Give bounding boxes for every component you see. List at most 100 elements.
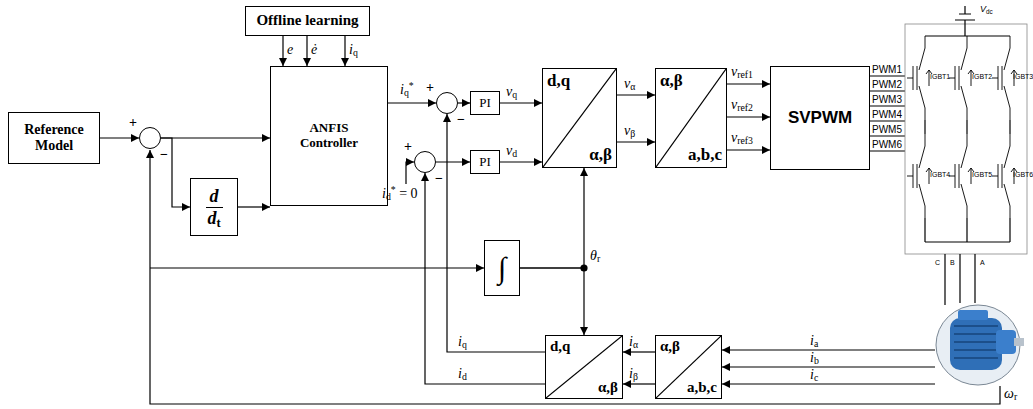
signal-label: vβ (624, 123, 635, 139)
signal-arrow (520, 268, 584, 335)
node-text: SVPWM (788, 108, 852, 128)
signal-label: ia (810, 333, 818, 349)
signal-label: iβ (629, 366, 638, 382)
signal-label: vd (506, 143, 517, 159)
signal-label: ė (311, 42, 317, 58)
signal-arrow (617, 94, 655, 95)
text-label: A (980, 258, 985, 267)
transform-block: d,q α,β (542, 68, 617, 168)
signal-arrow (306, 36, 307, 66)
signal-label: id (458, 366, 467, 382)
signal-label: ib (810, 350, 819, 366)
current-wire (722, 349, 935, 350)
current-wire (722, 366, 935, 367)
signal-arrow (436, 161, 470, 162)
node-text: α,β (660, 338, 680, 355)
motor-phase-wires (945, 254, 975, 305)
text-label: PWM4 (872, 109, 902, 121)
node-text: − (457, 113, 465, 127)
node-text: α,β (660, 71, 683, 91)
node-text: a,b,c (687, 379, 717, 396)
signal-arrow (282, 36, 283, 66)
signal-arrow (500, 102, 542, 103)
signal-label: vref2 (731, 97, 753, 113)
process-box: Offline learning (245, 6, 370, 36)
signal-label: id* = 0 (382, 186, 418, 202)
signal-label: e (287, 42, 293, 58)
node-text: d,q (547, 71, 570, 91)
node-text: ∫ (498, 251, 506, 285)
signal-arrow (617, 141, 655, 142)
signal-arrow (458, 102, 470, 103)
node-text: ANFIS Controller (289, 121, 369, 151)
process-box: ∫ (484, 240, 520, 296)
node-text: Reference Model (14, 122, 94, 154)
node-text: α,β (589, 145, 612, 165)
text-label: PWM6 (872, 139, 902, 151)
battery-symbol (955, 6, 975, 36)
text-label: PWM5 (872, 124, 902, 136)
signal-label: vref3 (731, 130, 753, 146)
text-label: IGBT4 (930, 170, 950, 179)
summing-junction: +− (139, 127, 161, 149)
node-text: + (129, 116, 137, 130)
signal-arrow (425, 173, 545, 384)
reference-wire (406, 162, 414, 184)
signal-arrow (500, 161, 542, 162)
node-text: d,q (550, 338, 570, 355)
dc-rails (925, 36, 1010, 242)
inverter-frame (905, 24, 1027, 254)
signal-label: iα (629, 334, 638, 350)
signal-label: iq (349, 42, 358, 58)
text-label: PWM1 (872, 64, 902, 76)
node-text: Offline learning (256, 12, 358, 29)
process-box: ANFIS Controller (270, 66, 388, 206)
process-box: SVPWM (770, 66, 870, 170)
signal-arrow (344, 36, 345, 66)
text-label: C (935, 258, 940, 267)
node-text: PI (479, 96, 491, 111)
signal-arrow (623, 351, 655, 352)
node-text: − (160, 148, 168, 162)
motor-illustration (936, 305, 1024, 385)
summing-junction: +− (436, 92, 458, 114)
text-label: IGBT1 (930, 72, 950, 81)
process-box: PI (470, 91, 500, 115)
node-text: + (404, 140, 412, 154)
inverter-legs (907, 36, 1017, 242)
transform-block: α,β a,b,c (655, 335, 722, 399)
text-label: IGBT6 (1013, 170, 1033, 179)
signal-arrow (388, 102, 436, 103)
node-text: α,β (598, 379, 618, 396)
node-text: − (435, 172, 443, 186)
signal-label: vq (506, 84, 517, 100)
signal-label: iq (458, 334, 467, 350)
transform-block: d,q α,β (545, 335, 623, 399)
process-box: PI (470, 150, 500, 174)
signal-arrow (727, 149, 770, 150)
node-text: d (206, 186, 223, 208)
transform-block: α,βa,b,c (655, 68, 727, 168)
text-label: IGBT2 (972, 72, 992, 81)
signal-label: ωr (1004, 386, 1017, 402)
speed-to-integrator-wire (150, 267, 484, 268)
node-text: + (426, 81, 434, 95)
signal-arrow (161, 137, 270, 138)
signal-arrow (161, 138, 190, 207)
signal-label: vref1 (731, 64, 753, 80)
text-label: IGBT5 (972, 170, 992, 179)
signal-arrow (520, 168, 584, 268)
text-label: B (950, 258, 955, 267)
summing-junction: +− (414, 151, 436, 173)
signal-label: Vdc (980, 4, 993, 15)
signal-arrow (727, 83, 770, 84)
signal-label: vα (624, 76, 635, 92)
signal-arrow (238, 206, 270, 207)
node-text: dt (203, 208, 224, 229)
signal-label: iq* (400, 82, 414, 98)
process-box: Reference Model (8, 112, 100, 164)
signal-label: θr (590, 248, 600, 264)
